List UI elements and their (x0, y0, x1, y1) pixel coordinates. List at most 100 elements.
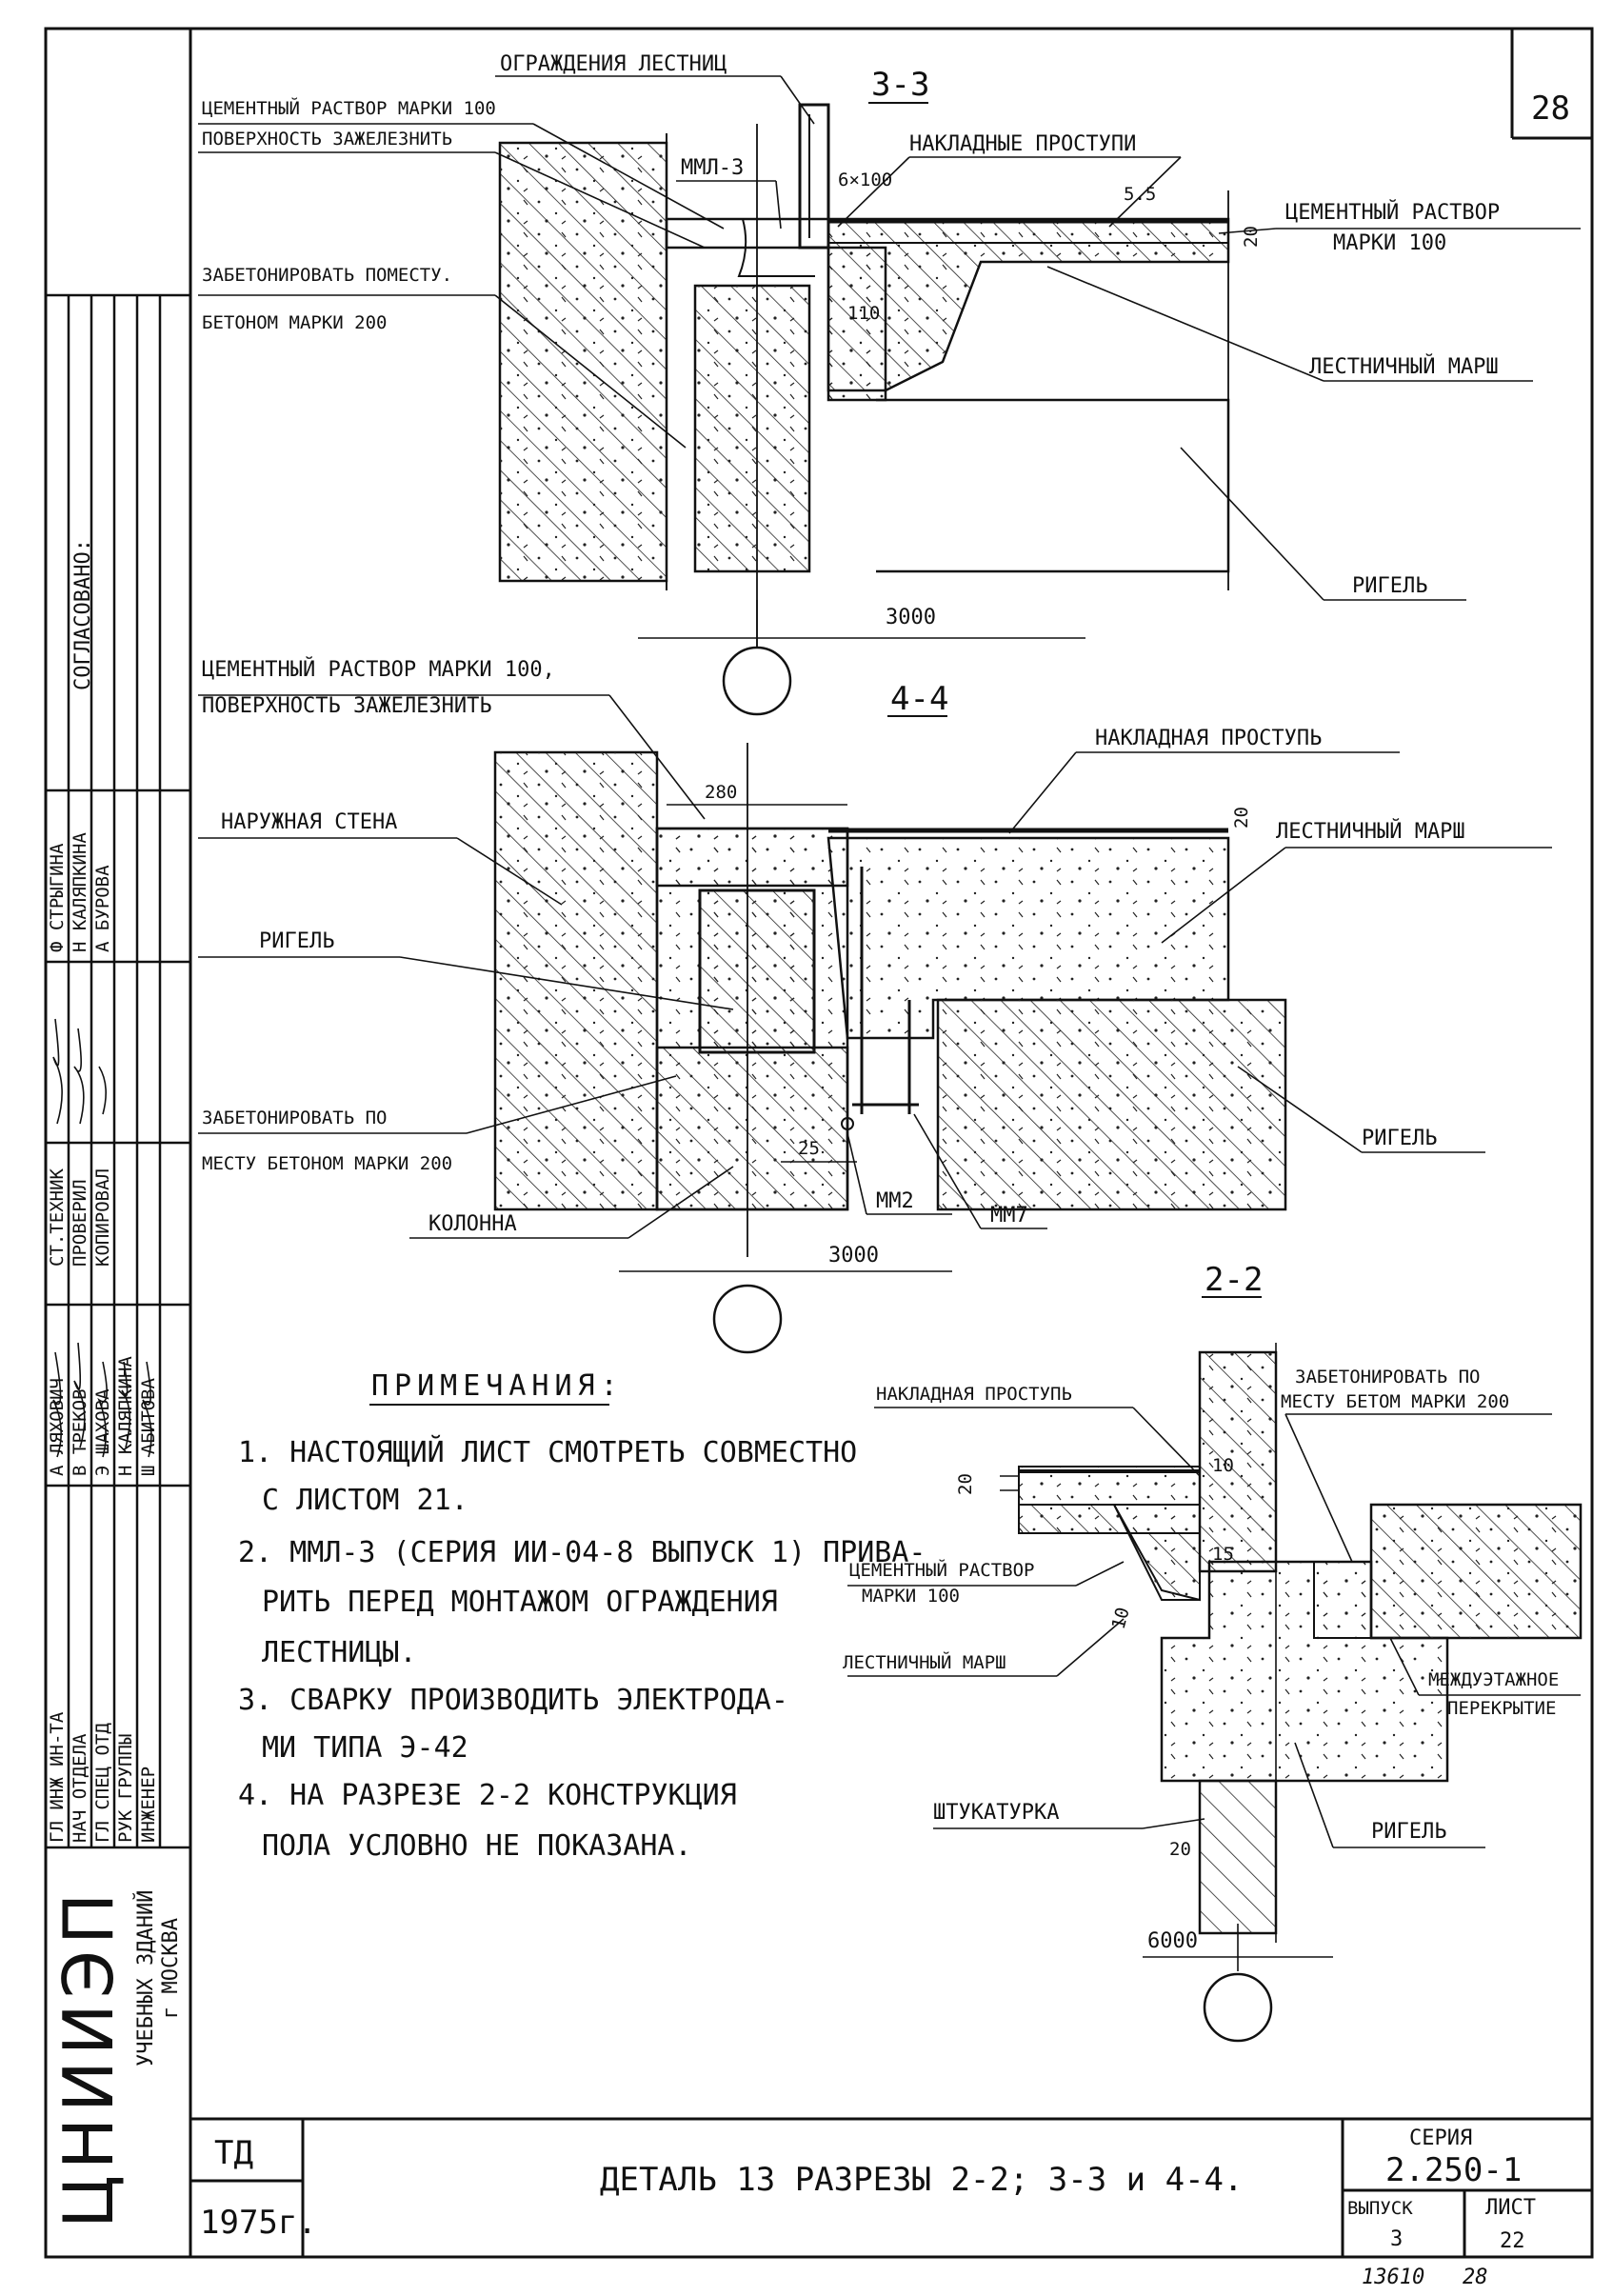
year-label: 1975г. (200, 2204, 317, 2242)
stamp-role-1: ГЛ ИНЖ ИН-ТА (47, 1711, 68, 1843)
axis-marker-3-3 (722, 646, 792, 716)
stamp-name2-2: Н КАЛЯПКИНА (70, 832, 90, 952)
stamp-role2-3: КОПИРОВАЛ (92, 1168, 113, 1267)
dim-280: 280 (705, 782, 737, 803)
axis-marker-4-4 (712, 1284, 783, 1354)
stamp-name2-3: А БУРОВА (92, 865, 113, 952)
dim-20-4-4: 20 (1231, 807, 1252, 829)
footer-numbers: 13610 28 (1362, 2266, 1487, 2289)
dim-10-a: 10 (1212, 1455, 1234, 1476)
concrete-2-2-line2: МЕСТУ БЕТОМ МАРКИ 200 (1281, 1391, 1509, 1412)
mm2-label: ММ2 (876, 1189, 914, 1213)
sheet-number: 28 (1531, 90, 1570, 128)
dim-15: 15 (1212, 1544, 1234, 1565)
mm7-label: ММ7 (990, 1204, 1028, 1228)
stair-flight-2-2: ЛЕСТНИЧНЫЙ МАРШ (843, 1651, 1006, 1673)
section-4-4-leaders (198, 694, 1552, 1272)
dim-10-b: 10 (1108, 1605, 1134, 1631)
section-3-3-title: 3-3 (871, 66, 929, 104)
dim-20-3-3: 20 (1241, 226, 1262, 248)
beam-4-4-left: РИГЕЛЬ (259, 929, 334, 953)
stamp-role-3: ГЛ СПЕЦ ОТД (92, 1723, 113, 1843)
issue-label: ВЫПУСК (1347, 2198, 1413, 2219)
org-logo: ЦНИИЭП (49, 1887, 129, 2228)
beam-3-3: РИГЕЛЬ (1352, 574, 1427, 598)
mml-label: ММЛ-3 (681, 156, 744, 180)
cement-3-3-line2: ПОВЕРХНОСТЬ ЗАЖЕЛЕЗНИТЬ (202, 129, 452, 150)
sheet-label: ЛИСТ (1485, 2196, 1536, 2220)
floor-line1: МЕЖДУЭТАЖНОЕ (1428, 1669, 1559, 1690)
signatures (52, 1018, 152, 1458)
note-line-4: РИТЬ ПЕРЕД МОНТАЖОМ ОГРАЖДЕНИЯ (262, 1586, 778, 1619)
note-line-5: ЛЕСТНИЦЫ. (262, 1636, 417, 1669)
beam-4-4-right: РИГЕЛЬ (1362, 1127, 1437, 1150)
cement-right-line2: МАРКИ 100 (1333, 231, 1446, 255)
stair-flight-4-4: ЛЕСТНИЧНЫЙ МАРШ (1276, 819, 1465, 844)
treads-label: НАКЛАДНЫЕ ПРОСТУПИ (909, 132, 1136, 156)
dim-110: 110 (847, 303, 880, 324)
section-2-2 (1018, 1343, 1583, 1971)
stamp-role-4: РУК ГРУППЫ (115, 1734, 136, 1843)
beam-2-2: РИГЕЛЬ (1371, 1820, 1446, 1844)
axis-dim-2-2: 6000 (1147, 1929, 1198, 1953)
stamp-name-4: Н КАЛЯПКИНА (115, 1356, 136, 1476)
note-line-9: ПОЛА УСЛОВНО НЕ ПОКАЗАНА. (262, 1829, 692, 1863)
cement-3-3-line1: ЦЕМЕНТНЫЙ РАСТВОР МАРКИ 100 (202, 97, 496, 119)
tread-2-2: НАКЛАДНАЯ ПРОСТУПЬ (876, 1384, 1072, 1405)
org-line2: г МОСКВА (159, 1918, 183, 2019)
stamp-name-3: Э ШАХОВА (92, 1388, 113, 1476)
series-label: СЕРИЯ (1409, 2126, 1472, 2150)
note-line-8: 4. НА РАЗРЕЗЕ 2-2 КОНСТРУКЦИЯ (238, 1779, 737, 1812)
axis-marker-2-2 (1203, 1972, 1273, 2043)
stamp-role-2: НАЧ ОТДЕЛА (70, 1733, 90, 1843)
cement-2-2-line1: ЦЕМЕНТНЫЙ РАСТВОР (849, 1559, 1034, 1581)
stair-flight-3-3: ЛЕСТНИЧНЫЙ МАРШ (1309, 354, 1499, 379)
note-line-6: 3. СВАРКУ ПРОИЗВОДИТЬ ЭЛЕКТРОДА- (238, 1684, 788, 1717)
note-line-1: 1. НАСТОЯЩИЙ ЛИСТ СМОТРЕТЬ СОВМЕСТНО (238, 1435, 857, 1469)
cement-4-4-line2: ПОВЕРХНОСТЬ ЗАЖЕЛЕЗНИТЬ (202, 694, 492, 718)
series-value: 2.250-1 (1385, 2151, 1522, 2189)
plaster-label: ШТУКАТУРКА (933, 1801, 1059, 1825)
outer-wall-label: НАРУЖНАЯ СТЕНА (221, 810, 397, 834)
drawing-title: ДЕТАЛЬ 13 РАЗРЕЗЫ 2-2; 3-3 и 4-4. (600, 2161, 1244, 2199)
concrete-2-2-line1: ЗАБЕТОНИРОВАТЬ ПО (1295, 1367, 1480, 1388)
stamp-role-5: ИНЖЕНЕР (138, 1767, 159, 1843)
section-4-4 (493, 743, 1287, 1257)
section-2-2-leaders (847, 1407, 1581, 1958)
dim-20-2-2: 20 (955, 1473, 976, 1495)
note-line-2: С ЛИСТОМ 21. (262, 1484, 468, 1517)
concrete-3-3-line1: ЗАБЕТОНИРОВАТЬ ПОМЕСТУ. (202, 265, 452, 286)
sheet-value: 22 (1500, 2229, 1525, 2253)
railing-label: ОГРАЖДЕНИЯ ЛЕСТНИЦ (500, 52, 727, 76)
floor-line2: ПЕРЕКРЫТИЕ (1447, 1698, 1556, 1719)
section-2-2-title: 2-2 (1205, 1261, 1263, 1299)
stamp-name-5: Ш АБИТОВА (138, 1377, 159, 1476)
stamp-name-2: В ТРЕКОВ (70, 1388, 90, 1476)
section-4-4-title: 4-4 (890, 680, 948, 718)
dim-25: 25 (798, 1138, 820, 1159)
stamp-role2-1: СТ.ТЕХНИК (47, 1168, 68, 1267)
cement-right-line1: ЦЕМЕНТНЫЙ РАСТВОР (1285, 200, 1500, 225)
issue-value: 3 (1390, 2227, 1403, 2251)
stamp-name-1: А ЛЯХОВИЧ (47, 1378, 68, 1476)
dim-5-5: 5.5 (1124, 184, 1156, 205)
cement-2-2-line2: МАРКИ 100 (862, 1586, 960, 1607)
dim-20b: 20 (1169, 1839, 1191, 1860)
note-line-3: 2. ММЛ-3 (СЕРИЯ ИИ-04-8 ВЫПУСК 1) ПРИВА- (238, 1536, 926, 1569)
dim-6x100: 6×100 (838, 170, 892, 190)
org-line1: УЧЕБНЫХ ЗДАНИЙ (133, 1890, 158, 2066)
notes-title: ПРИМЕЧАНИЯ: (371, 1369, 624, 1403)
axis-dim-3-3: 3000 (886, 606, 936, 629)
cement-4-4-line1: ЦЕМЕНТНЫЙ РАСТВОР МАРКИ 100, (202, 657, 555, 682)
concrete-3-3-line2: БЕТОНОМ МАРКИ 200 (202, 312, 387, 333)
note-line-7: МИ ТИПА Э-42 (262, 1731, 468, 1765)
agreed-label: СОГЛАСОВАНО: (71, 539, 95, 690)
section-3-3-leaders (198, 75, 1581, 648)
side-stamp (46, 293, 190, 1849)
axis-dim-4-4: 3000 (828, 1244, 879, 1268)
section-3-3 (498, 103, 1230, 648)
stamp-role2-2: ПРОВЕРИЛ (70, 1179, 90, 1267)
column-label: КОЛОННА (428, 1212, 517, 1236)
tread-4-4: НАКЛАДНАЯ ПРОСТУПЬ (1095, 727, 1322, 750)
